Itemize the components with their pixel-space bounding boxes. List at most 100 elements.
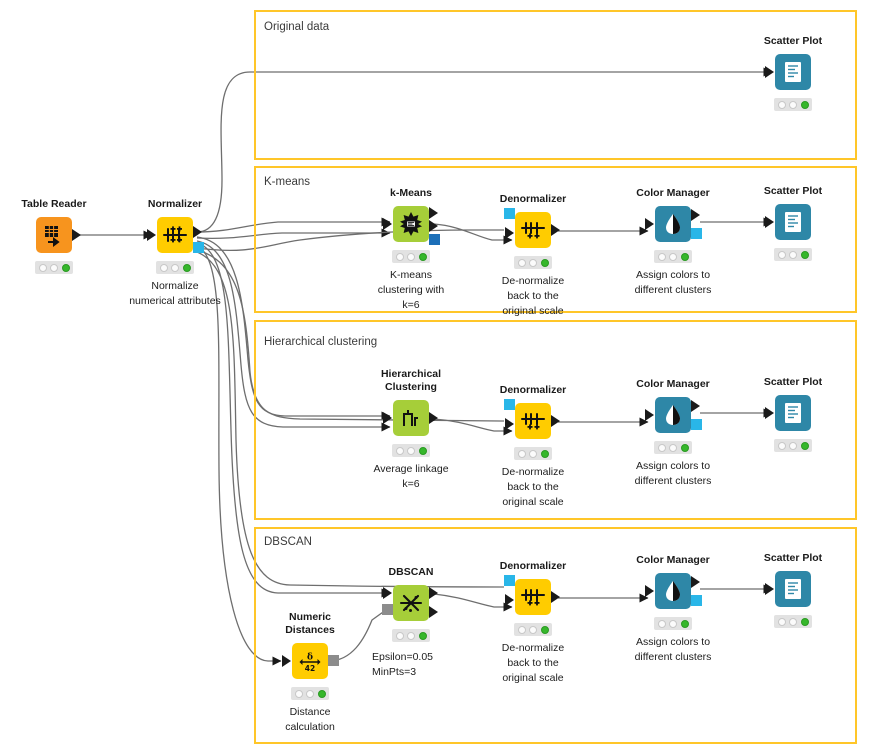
node-normalizer[interactable]: Normalizer [129,198,221,308]
port-out-table-reader[interactable] [72,229,81,241]
port-in-dbscan-distance[interactable] [382,604,393,615]
node-title-k-means: k-Means [389,186,433,199]
port-out-color-manager-model[interactable] [691,595,702,606]
port-in-hierarchical-clustering[interactable] [383,412,392,424]
port-out-normalizer-data[interactable] [193,226,202,238]
node-color-manager-kmeans[interactable]: Color Manager Assign colors to different… [635,187,712,297]
lamp-idle [657,619,666,628]
port-out-numeric-distances[interactable] [328,655,339,666]
port-in-color-manager[interactable] [645,218,654,230]
lamp-idle [395,631,404,640]
port-in-k-means[interactable] [383,218,392,230]
status-scatter-plot-dbscan [774,615,812,628]
port-in-scatter-plot-hierarchical[interactable] [765,407,774,419]
node-title-color-manager-hierarchical: Color Manager [636,377,710,390]
node-title-denormalizer-dbscan: Denormalizer [499,559,567,572]
node-title-denormalizer-kmeans: Denormalizer [499,192,567,205]
port-in-scatter-plot-original[interactable] [765,66,774,78]
port-out-dbscan-labels[interactable] [429,606,438,618]
node-denormalizer-kmeans[interactable]: Denormalizer [500,193,567,318]
port-out-color-manager-model[interactable] [691,419,702,430]
lamp-ok [800,617,809,626]
node-title-scatter-plot-dbscan: Scatter Plot [763,551,823,564]
node-title-color-manager-dbscan: Color Manager [636,553,710,566]
port-out-denormalizer[interactable] [551,591,560,603]
port-in-normalizer[interactable] [147,229,156,241]
node-scatter-plot-hierarchical[interactable]: Scatter Plot [764,376,822,452]
node-scatter-plot-original[interactable]: Scatter Plot [764,35,822,111]
status-denormalizer-hierarchical [514,447,552,460]
node-desc-color-manager-kmeans: Assign colors to different clusters [634,269,712,296]
scatter-plot-icon [775,204,811,240]
svg-text:δ: δ [307,653,313,663]
node-numeric-distances[interactable]: Numeric Distances δ 42 Distance calculat… [282,611,339,733]
port-out-denormalizer[interactable] [551,415,560,427]
hierarchical-clustering-icon [393,400,429,436]
port-out-color-manager-data[interactable] [691,576,700,588]
lamp-warn [50,263,58,272]
node-dbscan[interactable]: DBSCAN [382,566,438,642]
lamp-ok [418,631,427,640]
lamp-ok [418,446,427,455]
node-color-manager-dbscan[interactable]: Color Manager Assign colors to different… [635,554,712,664]
lamp-idle [657,252,666,261]
port-in-dbscan-data[interactable] [383,587,392,599]
port-out-color-manager-model[interactable] [691,228,702,239]
port-in-numeric-distances[interactable] [282,655,291,667]
node-k-means[interactable]: k-Means K-means clustering with k [378,187,445,312]
port-in-denormalizer-data[interactable] [505,418,514,430]
color-manager-icon [655,573,691,609]
port-in-scatter-plot-dbscan[interactable] [765,583,774,595]
port-out-denormalizer[interactable] [551,224,560,236]
node-desc-color-manager-dbscan: Assign colors to different clusters [634,636,712,663]
lamp-ok [540,258,549,267]
status-color-manager-hierarchical [654,441,692,454]
node-scatter-plot-kmeans[interactable]: Scatter Plot [764,185,822,261]
lamp-ok [680,619,689,628]
port-in-denormalizer-model[interactable] [504,575,515,586]
node-color-manager-hierarchical[interactable]: Color Manager Assign colors to different… [635,378,712,488]
node-denormalizer-hierarchical[interactable]: Denormalizer [500,384,567,509]
lamp-ok [800,441,809,450]
status-denormalizer-dbscan [514,623,552,636]
node-scatter-plot-dbscan[interactable]: Scatter Plot [764,552,822,628]
node-title-hierarchical-clustering: Hierarchical Clustering [380,368,442,393]
port-in-color-manager[interactable] [645,585,654,597]
node-desc-numeric-distances: Distance calculation [285,706,335,733]
lamp-warn [669,443,677,452]
port-out-k-means-clusters[interactable] [429,207,438,219]
frame-title-kmeans: K-means [264,176,311,188]
status-normalizer [156,261,194,274]
port-out-k-means-model[interactable] [429,234,440,245]
node-title-numeric-distances: Numeric Distances [285,611,335,636]
node-title-normalizer: Normalizer [147,197,203,210]
port-out-normalizer-model[interactable] [193,242,204,253]
lamp-idle [395,252,404,261]
lamp-ok [540,449,549,458]
status-color-manager-kmeans [654,250,692,263]
port-in-color-manager[interactable] [645,409,654,421]
lamp-warn [529,258,537,267]
port-out-dbscan-clusters[interactable] [429,587,438,599]
port-out-color-manager-data[interactable] [691,400,700,412]
port-in-denormalizer-data[interactable] [505,594,514,606]
port-in-scatter-plot-kmeans[interactable] [765,216,774,228]
lamp-idle [517,449,526,458]
node-desc-hierarchical-clustering: Average linkage k=6 [373,463,449,490]
node-hierarchical-clustering[interactable]: Hierarchical Clustering Average linkage … [373,368,448,490]
port-in-denormalizer-model[interactable] [504,399,515,410]
color-manager-icon [655,397,691,433]
lamp-idle [777,100,786,109]
status-scatter-plot-hierarchical [774,439,812,452]
lamp-ok [317,689,326,698]
node-table-reader[interactable]: Table Reader [21,198,87,274]
node-note-dbscan-params: Epsilon=0.05 MinPts=3 [372,651,434,678]
normalizer-icon [157,217,193,253]
port-in-denormalizer-model[interactable] [504,208,515,219]
port-out-k-means-labels[interactable] [429,220,438,232]
port-out-hierarchical-clustering[interactable] [429,412,438,424]
lamp-warn [529,625,537,634]
port-out-color-manager-data[interactable] [691,209,700,221]
node-denormalizer-dbscan[interactable]: Denormalizer [500,560,567,685]
port-in-denormalizer-data[interactable] [505,227,514,239]
